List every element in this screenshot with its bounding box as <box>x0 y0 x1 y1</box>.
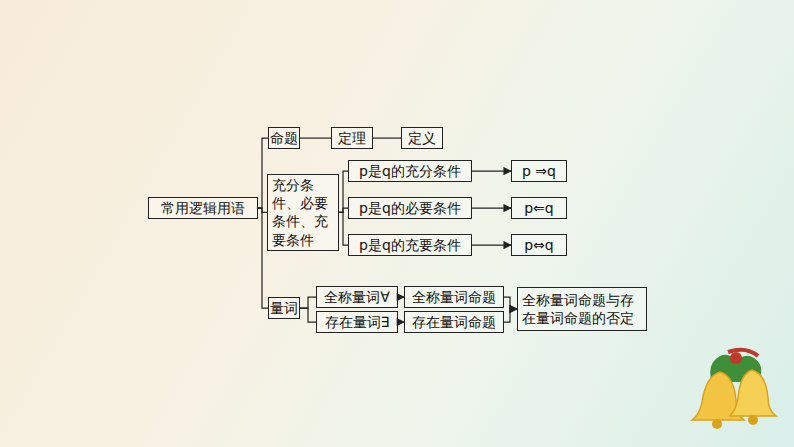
concept-box: p⇔q <box>511 234 567 256</box>
connector-line <box>472 207 511 208</box>
box-label: 存在量词命题 <box>412 313 496 331</box>
concept-box: 全称量词命题 <box>404 286 504 308</box>
connector-line <box>339 208 348 212</box>
box-label: 命题 <box>270 129 298 147</box>
concept-box: p是q的必要条件 <box>348 197 472 219</box>
connector-line <box>339 212 348 245</box>
concept-box: 定义 <box>401 127 443 149</box>
box-label: p是q的充要条件 <box>359 236 461 254</box>
concept-box: 存在量词命题 <box>404 311 504 333</box>
box-label: 全称量词∀ <box>324 288 390 306</box>
connector-line <box>300 297 316 308</box>
box-label: 充分条件、必要条件、充要条件 <box>272 176 334 249</box>
connector-line <box>504 309 517 322</box>
concept-box: 全称量词命题与存在量词命题的否定 <box>517 287 647 331</box>
box-label: 定义 <box>408 129 436 147</box>
connector-line <box>300 308 316 322</box>
box-label: p是q的充分条件 <box>359 162 461 180</box>
box-label: p⇔q <box>524 236 554 254</box>
box-label: 量词 <box>270 299 298 317</box>
connector-line <box>300 137 331 138</box>
concept-box: 命题 <box>268 127 300 149</box>
connector-line <box>339 171 348 212</box>
box-label: 全称量词命题 <box>412 288 496 306</box>
box-label: p⇐q <box>524 199 554 217</box>
box-label: 常用逻辑用语 <box>161 199 245 217</box>
box-label: p ⇒q <box>522 162 556 180</box>
concept-box: 常用逻辑用语 <box>148 197 258 219</box>
concept-box: 全称量词∀ <box>316 286 398 308</box>
connector-line <box>472 170 511 171</box>
box-label: 存在量词∃ <box>325 313 390 331</box>
connector-line <box>504 297 517 309</box>
box-label: p是q的必要条件 <box>359 199 461 217</box>
concept-box: 定理 <box>331 127 373 149</box>
concept-box: 存在量词∃ <box>316 311 398 333</box>
box-label: 定理 <box>338 129 366 147</box>
concept-box: p是q的充要条件 <box>348 234 472 256</box>
concept-box: p ⇒q <box>511 160 567 182</box>
bells-ornament <box>692 350 776 429</box>
concept-box: 充分条件、必要条件、充要条件 <box>267 174 339 251</box>
concept-box: p是q的充分条件 <box>348 160 472 182</box>
connector-line <box>373 137 401 138</box>
box-label: 全称量词命题与存在量词命题的否定 <box>522 291 642 327</box>
connector-line <box>472 244 511 245</box>
concept-box: p⇐q <box>511 197 567 219</box>
concept-box: 量词 <box>268 297 300 319</box>
